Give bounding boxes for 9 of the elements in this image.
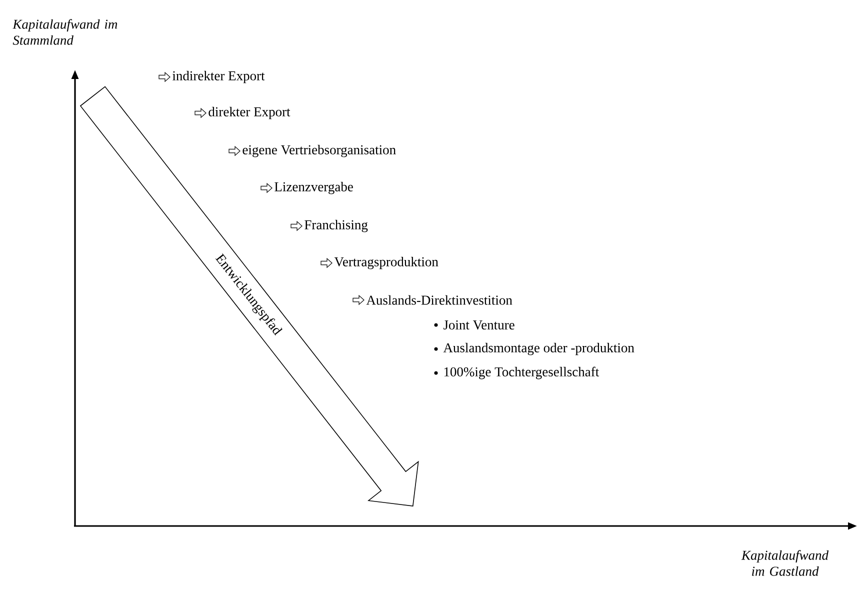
list-item: Franchising bbox=[304, 220, 368, 232]
list-item: direkter Export bbox=[208, 106, 290, 120]
axis-label: Kapitalaufwand im Gastland bbox=[741, 550, 829, 576]
list-item: 100%ige Tochtergesellschaft bbox=[444, 366, 600, 380]
list-item: Joint Venture bbox=[444, 320, 514, 330]
list-item: Auslandsmontage oder -produktion bbox=[443, 342, 634, 356]
list-item: Lizenzvergabe bbox=[274, 182, 353, 194]
axis-label: Kapitalaufwand im Stammland bbox=[12, 19, 118, 45]
list-item: eigene Vertriebsorganisation bbox=[242, 144, 396, 158]
